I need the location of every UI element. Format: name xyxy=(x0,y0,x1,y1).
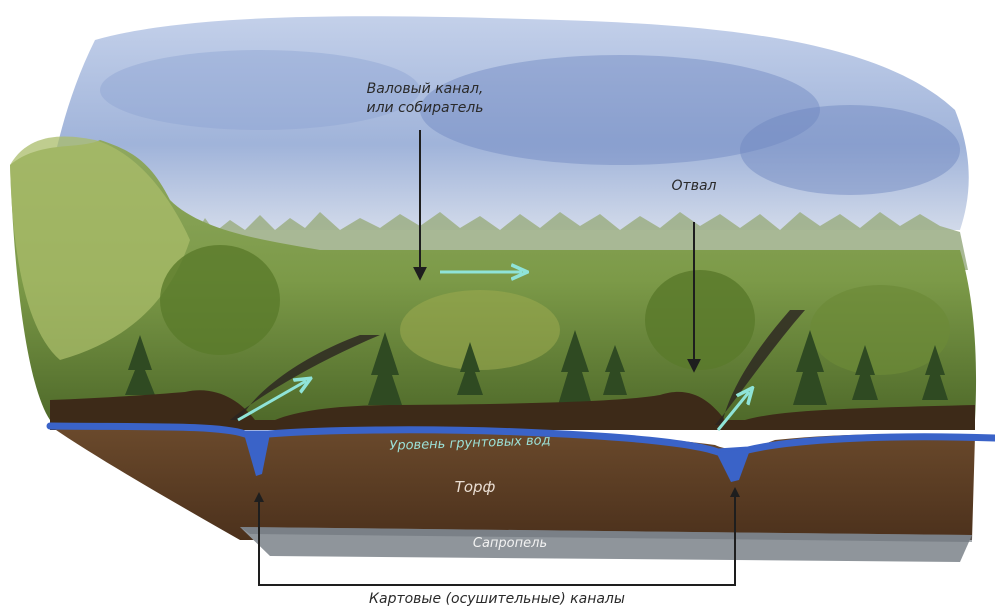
conifers xyxy=(125,330,948,405)
sapropel-shadow xyxy=(240,527,972,542)
sky xyxy=(40,16,969,231)
sky-cloud xyxy=(740,105,960,195)
forest-shrub xyxy=(810,285,950,375)
label-dump: Отвал xyxy=(671,178,717,194)
forest-left-canopy xyxy=(10,136,190,360)
bracket-arrowhead-left xyxy=(254,492,264,502)
flow-arrow-right xyxy=(716,392,749,431)
conifer-tree xyxy=(558,330,592,405)
sky-cloud xyxy=(100,50,420,130)
forest-shrub xyxy=(400,290,560,370)
conifer-tree xyxy=(368,332,402,405)
conifer-tree xyxy=(125,335,155,395)
forest-shrub xyxy=(645,270,755,370)
conifer-tree xyxy=(922,345,948,400)
groundwater-line xyxy=(46,422,995,456)
forest-shrub xyxy=(160,245,280,355)
label-drainage-channels: Картовые (осушительные) каналы xyxy=(369,591,625,607)
conifer-tree xyxy=(603,345,627,395)
channel-water-left xyxy=(244,434,270,476)
bracket-arrowhead-right xyxy=(730,487,740,497)
bracket-drainage-channels xyxy=(258,495,736,586)
conifer-tree xyxy=(457,342,483,395)
sky-cloud xyxy=(420,55,820,165)
label-collector-line2: или собиратель xyxy=(366,100,484,116)
ground-surface xyxy=(50,390,975,430)
label-sapropel: Сапропель xyxy=(472,536,548,551)
drainage-trench-left xyxy=(230,335,380,420)
label-collector-line1: Валовый канал, xyxy=(366,81,484,97)
flow-arrow-left xyxy=(237,381,306,422)
label-peat: Торф xyxy=(454,478,496,496)
label-collector-channel: Валовый канал, или собиратель xyxy=(366,80,483,118)
channel-water-right xyxy=(716,450,750,482)
conifer-tree xyxy=(852,345,878,400)
conifer-tree xyxy=(793,330,827,405)
